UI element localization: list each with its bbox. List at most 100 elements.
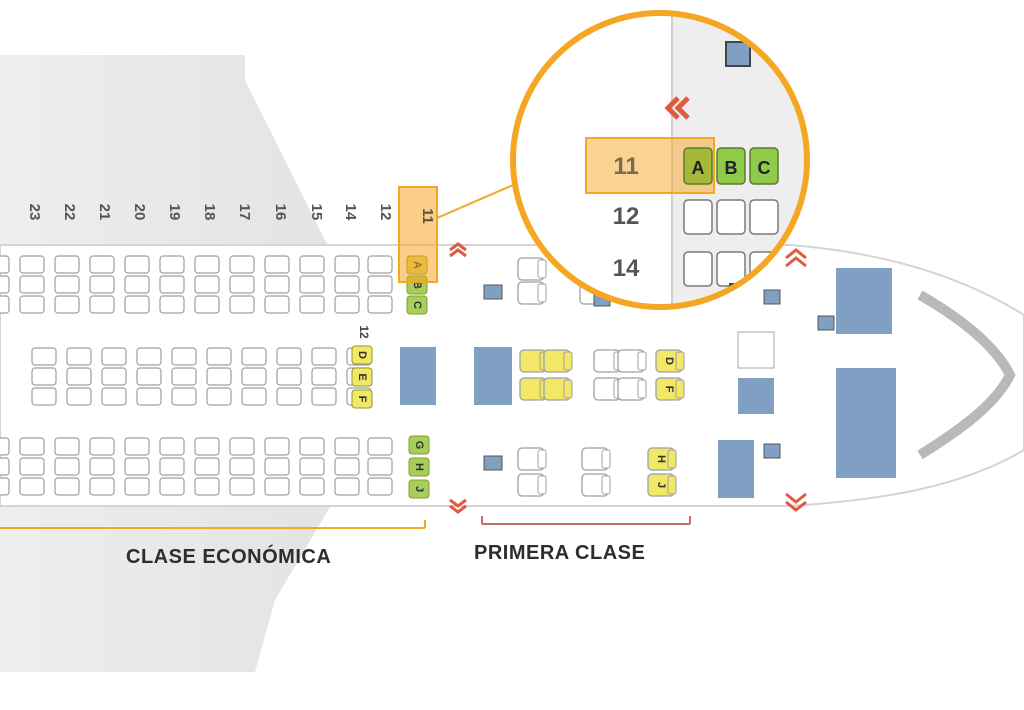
seat[interactable] (334, 275, 360, 294)
seat[interactable] (229, 255, 255, 274)
seat[interactable] (334, 255, 360, 274)
seat[interactable] (299, 295, 325, 314)
seat[interactable] (136, 367, 162, 386)
first-class-seat[interactable] (517, 473, 547, 497)
seat[interactable] (241, 347, 267, 366)
seat[interactable] (334, 477, 360, 496)
highlighted-seat[interactable] (351, 345, 373, 365)
seat[interactable] (229, 437, 255, 456)
highlighted-seat[interactable] (408, 457, 430, 477)
seat[interactable] (19, 477, 45, 496)
zoom-seat[interactable] (683, 251, 713, 287)
seat[interactable] (89, 295, 115, 314)
first-class-seat[interactable] (581, 447, 611, 471)
seat[interactable] (194, 295, 220, 314)
seat[interactable] (0, 437, 10, 456)
zoom-seat[interactable] (749, 199, 779, 235)
seat[interactable] (299, 477, 325, 496)
seat[interactable] (194, 437, 220, 456)
seat[interactable] (66, 347, 92, 366)
seat[interactable] (136, 347, 162, 366)
seat[interactable] (206, 347, 232, 366)
seat[interactable] (299, 457, 325, 476)
highlighted-seat[interactable] (351, 389, 373, 409)
first-class-seat[interactable] (617, 377, 647, 401)
seat[interactable] (334, 437, 360, 456)
seat[interactable] (311, 367, 337, 386)
seat[interactable] (206, 367, 232, 386)
seat[interactable] (54, 477, 80, 496)
zoom-seat[interactable] (716, 199, 746, 235)
seat[interactable] (367, 457, 393, 476)
seat[interactable] (194, 457, 220, 476)
seat[interactable] (124, 457, 150, 476)
seat[interactable] (54, 295, 80, 314)
seat[interactable] (54, 275, 80, 294)
seat[interactable] (171, 347, 197, 366)
seat[interactable] (124, 477, 150, 496)
seat[interactable] (124, 255, 150, 274)
highlighted-seat[interactable] (408, 479, 430, 499)
seat[interactable] (241, 367, 267, 386)
seat[interactable] (101, 347, 127, 366)
first-class-seat[interactable]: F (655, 377, 685, 401)
first-class-seat[interactable] (517, 447, 547, 471)
seat[interactable] (19, 457, 45, 476)
seat[interactable] (31, 347, 57, 366)
first-class-seat[interactable] (581, 473, 611, 497)
seat[interactable] (66, 367, 92, 386)
seat[interactable] (19, 437, 45, 456)
seat[interactable] (299, 437, 325, 456)
seat[interactable] (194, 255, 220, 274)
seat[interactable] (31, 387, 57, 406)
seat[interactable] (264, 275, 290, 294)
first-class-seat[interactable] (517, 257, 547, 281)
seat[interactable] (229, 477, 255, 496)
seat[interactable] (264, 437, 290, 456)
seat[interactable] (124, 275, 150, 294)
seat[interactable] (159, 295, 185, 314)
seat[interactable] (89, 255, 115, 274)
seat[interactable] (159, 477, 185, 496)
seat[interactable] (89, 437, 115, 456)
seat[interactable] (229, 457, 255, 476)
seat[interactable] (367, 295, 393, 314)
first-class-seat[interactable] (517, 281, 547, 305)
seat[interactable] (66, 387, 92, 406)
seat[interactable] (367, 477, 393, 496)
highlighted-seat[interactable] (351, 367, 373, 387)
seat[interactable] (264, 457, 290, 476)
seat[interactable] (229, 275, 255, 294)
seat[interactable] (124, 295, 150, 314)
seat[interactable] (19, 295, 45, 314)
seat[interactable] (334, 295, 360, 314)
seat[interactable] (276, 347, 302, 366)
first-class-seat[interactable]: J (647, 473, 677, 497)
seat[interactable] (101, 387, 127, 406)
first-class-seat[interactable] (543, 377, 573, 401)
seat[interactable] (159, 275, 185, 294)
seat[interactable] (124, 437, 150, 456)
seat[interactable] (299, 255, 325, 274)
seat[interactable] (264, 477, 290, 496)
highlighted-seat[interactable] (406, 295, 428, 315)
zoom-seat[interactable]: B (716, 147, 746, 185)
first-class-seat[interactable]: H (647, 447, 677, 471)
seat[interactable] (0, 457, 10, 476)
seat[interactable] (367, 255, 393, 274)
seat[interactable] (171, 367, 197, 386)
seat[interactable] (311, 387, 337, 406)
zoom-seat[interactable]: C (749, 147, 779, 185)
seat[interactable] (241, 387, 267, 406)
first-class-seat[interactable]: D (655, 349, 685, 373)
seat[interactable] (194, 477, 220, 496)
seat[interactable] (311, 347, 337, 366)
seat[interactable] (299, 275, 325, 294)
seat[interactable] (194, 275, 220, 294)
seat[interactable] (367, 437, 393, 456)
highlighted-seat[interactable] (408, 435, 430, 455)
seat[interactable] (264, 295, 290, 314)
seat[interactable] (0, 295, 10, 314)
seat[interactable] (19, 275, 45, 294)
seat[interactable] (159, 255, 185, 274)
